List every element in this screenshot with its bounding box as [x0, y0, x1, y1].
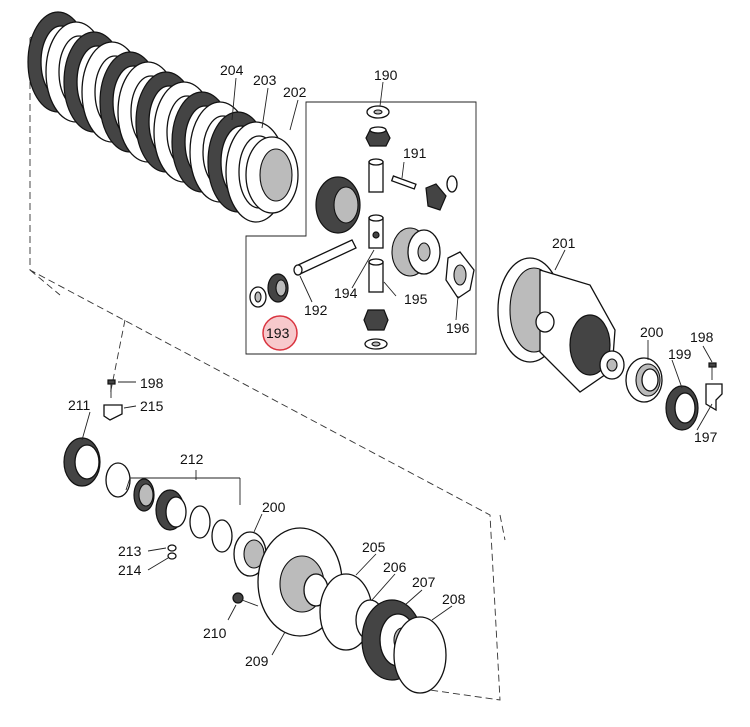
- seal-ring-208: [393, 616, 447, 694]
- callout-208: 208: [442, 591, 466, 607]
- callout-199: 199: [668, 346, 692, 362]
- callout-194: 194: [334, 285, 358, 301]
- callout-195: 195: [404, 291, 428, 307]
- callout-207: 207: [412, 574, 436, 590]
- differential-housing-201: [497, 257, 625, 393]
- callout-211: 211: [68, 397, 91, 413]
- callout-204: 204: [220, 62, 244, 78]
- callout-206: 206: [383, 559, 407, 575]
- callout-192: 192: [304, 302, 328, 318]
- short-shaft-upper: [368, 161, 384, 193]
- differential-inset-box: [245, 101, 477, 355]
- pinion-gear-bottom: [363, 309, 389, 331]
- side-gear-large: [315, 176, 361, 234]
- thrust-washer-right: [446, 175, 458, 193]
- bolt-198-right: [708, 362, 717, 380]
- bolt-210: [232, 592, 259, 607]
- fitting-213-214: [167, 544, 177, 560]
- lock-bracket-197: [705, 383, 723, 412]
- callout-200-left: 200: [262, 499, 286, 515]
- long-shaft-192: [295, 239, 357, 275]
- highlight-circle-193: [262, 315, 298, 351]
- callout-198-right: 198: [690, 329, 714, 345]
- bolt-198-left: [107, 379, 116, 398]
- callout-209: 209: [245, 653, 269, 669]
- bearing-200-left: [233, 531, 267, 577]
- callout-202: 202: [283, 84, 307, 100]
- pressure-plate-bore: [259, 148, 293, 202]
- callout-193: 193: [266, 325, 290, 341]
- callout-191: 191: [403, 145, 427, 161]
- short-shaft-195: [368, 261, 384, 293]
- callout-190: 190: [374, 67, 398, 83]
- callout-labels: 190 191 192 193 194 195 196 197 198 198 …: [68, 62, 718, 669]
- callout-213: 213: [118, 543, 142, 559]
- lock-nut-211: [63, 437, 101, 487]
- shim-set-212: [105, 462, 233, 553]
- lock-bracket-215: [103, 404, 123, 421]
- assembly-boundary-2: [109, 319, 506, 541]
- callout-200-right: 200: [640, 324, 664, 340]
- callout-210: 210: [203, 625, 227, 641]
- callout-203: 203: [253, 72, 277, 88]
- side-gear-right: [391, 227, 441, 277]
- callout-198-left: 198: [140, 375, 164, 391]
- callout-215: 215: [140, 398, 164, 414]
- clutch-disc-stack: [27, 11, 299, 223]
- callout-214: 214: [118, 562, 142, 578]
- callout-205: 205: [362, 539, 386, 555]
- leader-lines: [81, 77, 713, 656]
- callout-196: 196: [446, 320, 470, 336]
- callout-201: 201: [552, 235, 576, 251]
- lock-nut-199: [665, 385, 699, 431]
- pin-191: [390, 175, 417, 190]
- callout-197: 197: [694, 429, 718, 445]
- bearing-200-right: [625, 357, 663, 403]
- callout-212: 212: [180, 451, 204, 467]
- pinion-gear-right: [425, 183, 447, 211]
- pinion-and-washer-193: [249, 273, 289, 308]
